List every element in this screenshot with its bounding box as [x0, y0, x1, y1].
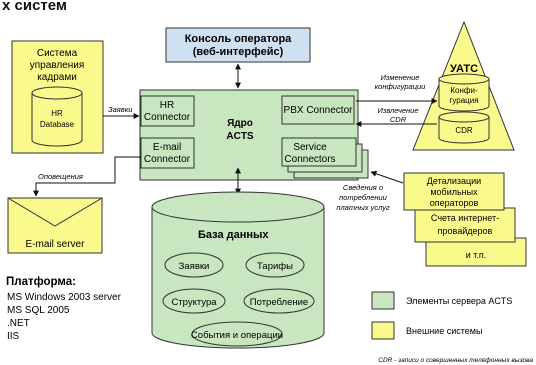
uats-config-label-2: гурация — [449, 96, 478, 105]
doc1-label-1: Детализации — [427, 176, 481, 186]
db-item-requests-label: Заявки — [179, 261, 210, 272]
platform-info: Платформа: MS Windows 2003 server MS SQL… — [6, 276, 122, 342]
hr-connector-label-2: Connector — [144, 112, 191, 123]
edge-label-notifications: Оповещения — [38, 172, 83, 181]
uats-config-label-1: Конфи- — [450, 86, 478, 95]
hr-database: HR Database — [31, 86, 83, 147]
console-subtitle: (веб-интерфейс) — [193, 46, 284, 58]
legend-label-acts: Элементы сервера ACTS — [406, 296, 512, 306]
email-connector-label-2: Connector — [144, 154, 191, 165]
edge-label-requests: Заявки — [108, 105, 133, 114]
db-item-tariffs-label: Тарифы — [257, 261, 293, 272]
edge-label-usage-1: Сведения о — [343, 183, 383, 192]
platform-item-3: .NET — [7, 318, 30, 329]
pbx-connector-label: PBX Connector — [284, 105, 354, 116]
db-item-structure-label: Структура — [171, 297, 217, 308]
legend-label-external: Внешние системы — [406, 326, 482, 336]
legend-swatch-external — [371, 321, 395, 340]
doc1-label-2: мобильных — [430, 187, 478, 197]
external-documents: и т.п. Счета интернет- провайдеров Детал… — [403, 172, 527, 267]
operator-console: Консоль оператора (веб-интерфейс) — [165, 27, 311, 63]
doc2-label-2: провайдеров — [438, 226, 493, 236]
legend-swatch-acts — [371, 291, 395, 310]
hr-system-label-3: кадрами — [37, 72, 77, 83]
edge-label-config-2: конфигурации — [375, 82, 427, 91]
footnote: CDR - записи о совершенных телефонных вы… — [378, 357, 533, 364]
edge-usage-info: Сведения о потреблении платных услуг — [336, 170, 404, 212]
uats-title: УАТС — [450, 63, 478, 75]
hr-system-label-2: управления — [30, 60, 85, 71]
uats-cdr-label: CDR — [455, 126, 473, 135]
hr-connector-label-1: HR — [160, 100, 174, 111]
edge-pbx-config: Изменение конфигурации — [356, 73, 438, 104]
edge-hr-requests: Заявки — [103, 105, 140, 119]
db-item-tariffs: Тарифы — [245, 252, 305, 278]
hr-connector: HR Connector — [140, 95, 195, 127]
email-connector-label-1: E-mail — [153, 142, 181, 153]
core-label-1: Ядро — [227, 118, 253, 129]
edge-label-usage-2: потреблении — [339, 193, 388, 202]
platform-title: Платформа: — [6, 276, 76, 288]
edge-label-cdr-2: CDR — [390, 115, 407, 124]
db-item-requests: Заявки — [164, 252, 224, 278]
hr-db-label-2: Database — [40, 120, 75, 129]
service-connectors: Service Connectors — [281, 137, 369, 179]
uats-cdr-db: CDR — [438, 111, 490, 144]
platform-item-2: MS SQL 2005 — [7, 305, 70, 316]
database-title: База данных — [198, 229, 269, 241]
page-title-fragment: х систем — [2, 0, 67, 14]
edge-label-cdr-1: Извлечение — [377, 106, 418, 115]
db-item-structure: Структура — [162, 288, 226, 314]
platform-item-1: MS Windows 2003 server — [7, 292, 122, 303]
doc1-label-3: операторов — [430, 198, 479, 208]
edge-label-usage-3: платных услуг — [336, 203, 390, 212]
uats-pbx: УАТС Конфи- гурация CDR — [412, 20, 515, 151]
core-label-2: ACTS — [226, 131, 254, 142]
hr-management-system: Система управления кадрами HR Database — [11, 40, 104, 154]
pbx-connector: PBX Connector — [281, 95, 355, 125]
edge-email-notifications: Оповещения — [33, 156, 141, 197]
doc3-label: и т.п. — [466, 250, 487, 260]
console-title: Консоль оператора — [185, 33, 292, 45]
email-server-label: E-mail server — [26, 239, 86, 250]
email-connector: E-mail Connector — [140, 137, 195, 169]
db-item-consumption: Потребление — [243, 288, 315, 314]
service-connectors-label-1: Service — [293, 142, 327, 153]
service-connectors-label-2: Connectors — [284, 154, 335, 165]
edge-pbx-cdr: Извлечение CDR — [355, 106, 437, 127]
hr-db-label-1: HR — [51, 109, 63, 118]
main-database: База данных Заявки Тарифы Структура Потр… — [151, 191, 325, 349]
doc2-label-1: Счета интернет- — [431, 213, 499, 223]
db-item-events-label: События и операции — [191, 330, 283, 341]
db-item-consumption-label: Потребление — [250, 297, 308, 308]
uats-config-db: Конфи- гурация — [438, 73, 490, 112]
platform-item-4: IIS — [7, 331, 20, 342]
legend: Элементы сервера ACTS Внешние системы — [371, 291, 512, 340]
hr-system-label-1: Система — [37, 48, 78, 59]
edge-label-config-1: Изменение — [381, 73, 420, 82]
db-item-events: События и операции — [191, 321, 283, 347]
email-server: E-mail server — [7, 197, 103, 254]
